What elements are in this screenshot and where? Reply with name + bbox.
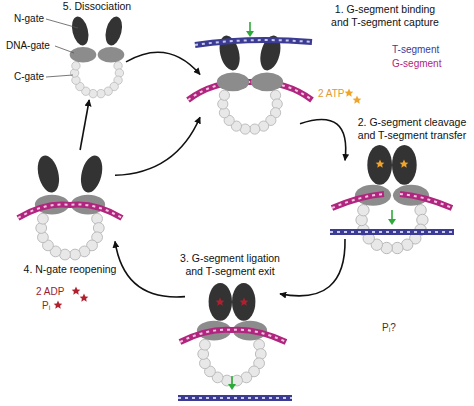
stage-heading: 3. G-segment ligation and T-segment exit [170, 252, 290, 277]
pi-star [54, 301, 63, 309]
annotation-label: T-segment [392, 44, 439, 56]
stage-heading: 2. G-segment cleavage and T-segment tran… [353, 116, 471, 141]
t-segment-dna [195, 40, 312, 45]
annotation-label: DNA-gate [6, 40, 50, 52]
atp-star [345, 89, 354, 97]
annotation-label: N-gate [14, 13, 44, 25]
cycle-stage: 5. Dissociation [68, 14, 126, 100]
cycle-stage: 1. G-segment binding and T-segment captu… [200, 30, 300, 136]
stage-heading: 4. N-gate reopening [5, 263, 135, 276]
t-segment-dna [178, 398, 292, 399]
cycle-stage: 2. G-segment cleavage and T-segment tran… [345, 140, 440, 258]
annotation-label: Pᵢ? [382, 322, 396, 334]
cycle-arrow [300, 119, 346, 160]
g-segment-dna [188, 82, 312, 100]
adp-star [240, 298, 249, 306]
g-segment-dna [18, 205, 122, 218]
stage-heading: 5. Dissociation [57, 0, 137, 13]
g-segment-dna [180, 330, 286, 342]
cycle-stage: 3. G-segment ligation and T-segment exit [185, 278, 280, 390]
cycle-arrow [280, 239, 345, 296]
cycle-stage: 4. N-gate reopening [25, 150, 115, 262]
annotation-label: Pᵢ [42, 300, 50, 312]
topo-enzyme [69, 15, 125, 98]
motion-arrow [228, 376, 236, 390]
t-segment-dna [330, 232, 454, 233]
cycle-arrow [126, 52, 200, 74]
motion-arrow [246, 22, 254, 37]
stage-heading: 1. G-segment binding and T-segment captu… [325, 3, 445, 28]
topo-enzyme [216, 33, 284, 134]
annotation-label: 2 ATP [318, 88, 345, 100]
annotation-label: G-segment [392, 58, 441, 70]
atp-star [353, 96, 362, 104]
cycle-arrow [115, 117, 200, 175]
adp-star [216, 298, 225, 306]
atp-star [400, 160, 409, 168]
annotation-label: 2 ADP [36, 286, 64, 298]
leader-lines [46, 19, 78, 77]
annotation-label: C-gate [14, 71, 44, 83]
adp-star [80, 294, 89, 302]
cycle-arrow [115, 241, 185, 297]
motion-arrow [388, 210, 396, 225]
adp-star [72, 287, 81, 295]
cycle-arrow [80, 100, 89, 150]
atp-star [376, 160, 385, 168]
g-segment-dna [332, 194, 452, 208]
